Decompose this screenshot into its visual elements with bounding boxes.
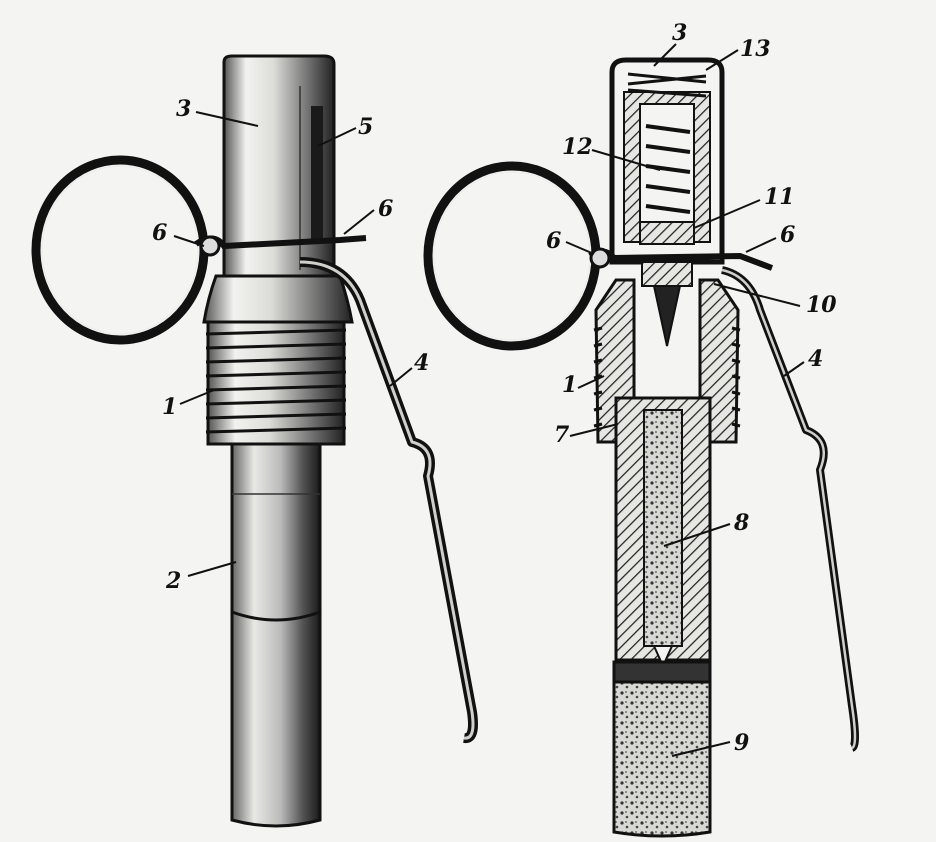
right-release-lever (720, 266, 859, 752)
right-fuze-cross-section: 3 13 12 11 6 6 10 4 1 7 8 9 (423, 20, 859, 838)
left-cap-tube (222, 54, 336, 278)
right-label-6-ring: 6 (546, 228, 561, 254)
left-collar (202, 274, 354, 324)
left-label-4: 4 (414, 350, 429, 376)
left-fuze-external-view: 3 5 6 6 4 1 2 (31, 54, 478, 828)
right-label-10: 10 (806, 292, 837, 318)
right-label-4: 4 (808, 346, 823, 372)
left-pull-ring (31, 155, 209, 345)
right-label-1: 1 (562, 372, 577, 398)
left-label-6-ring: 6 (152, 220, 167, 246)
left-lower-tube (230, 442, 322, 828)
left-leader-lines (173, 111, 413, 577)
right-striker-head (639, 221, 695, 245)
right-label-8: 8 (733, 510, 749, 536)
right-pull-ring (423, 161, 601, 351)
left-slot (311, 106, 323, 242)
left-label-5: 5 (358, 114, 373, 140)
right-label-9: 9 (734, 730, 749, 756)
right-label-7: 7 (554, 422, 570, 448)
right-label-13: 13 (740, 36, 771, 62)
left-label-1: 1 (162, 394, 177, 420)
left-label-6-pin: 6 (378, 196, 393, 222)
right-label-12: 12 (562, 134, 593, 160)
right-leader-lines (565, 43, 805, 757)
right-label-6-pin: 6 (780, 222, 795, 248)
left-label-3: 3 (176, 96, 191, 122)
right-detonator (612, 660, 712, 838)
left-label-2: 2 (165, 568, 181, 594)
right-delay-composition (643, 409, 683, 647)
right-label-3: 3 (672, 20, 687, 46)
right-label-11: 11 (764, 184, 795, 210)
right-firing-pin (652, 285, 682, 347)
left-threaded-body (205, 320, 347, 446)
right-lower-sleeve (614, 396, 712, 669)
right-top-spring (627, 72, 707, 98)
